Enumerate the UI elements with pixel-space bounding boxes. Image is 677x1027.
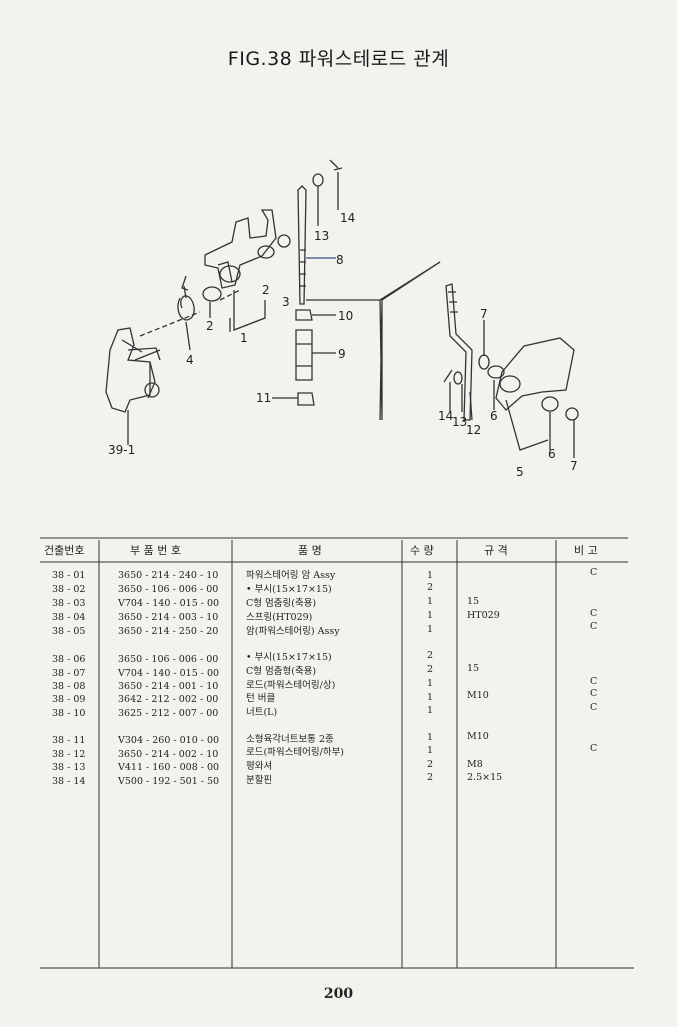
column-header: 규 격 xyxy=(484,544,508,557)
callout-label: 7 xyxy=(480,307,488,321)
callout-label: 13 xyxy=(452,415,467,429)
callout-label: 6 xyxy=(548,447,556,461)
column-header: 건출번호 xyxy=(44,544,85,557)
callout-label: 12 xyxy=(466,423,481,437)
column-header: 부 품 번 호 xyxy=(130,544,181,557)
callout-label: 39-1 xyxy=(108,443,135,457)
callout-label: 7 xyxy=(570,459,578,473)
callout-label: 5 xyxy=(516,465,524,479)
callout-label: 9 xyxy=(338,347,346,361)
callout-label: 11 xyxy=(256,391,271,405)
diagram-callouts: 1 2 2 3 4 8 10 9 11 13 14 39-1 7 14 13 1… xyxy=(108,211,578,479)
page-title: FIG.38 파워스테로드 관계 xyxy=(227,48,450,70)
callout-label: 14 xyxy=(438,409,453,423)
callout-label: 1 xyxy=(240,331,248,345)
callout-label: 14 xyxy=(340,211,355,225)
callout-label: 3 xyxy=(282,295,290,309)
callout-label: 2 xyxy=(262,283,270,297)
callout-label: 10 xyxy=(338,309,353,323)
column-header: 품 명 xyxy=(298,544,322,557)
callout-label: 6 xyxy=(490,409,498,423)
callout-label: 13 xyxy=(314,229,329,243)
page-number: 200 xyxy=(323,986,354,1002)
callout-label: 8 xyxy=(336,253,344,267)
column-header: 수 량 xyxy=(410,544,434,557)
callout-label: 2 xyxy=(206,319,214,333)
callout-label: 4 xyxy=(186,353,194,367)
column-header: 비 고 xyxy=(574,544,598,557)
exploded-parts-diagram: 1 2 2 3 4 8 10 9 11 13 14 39-1 7 14 13 1… xyxy=(105,159,579,479)
